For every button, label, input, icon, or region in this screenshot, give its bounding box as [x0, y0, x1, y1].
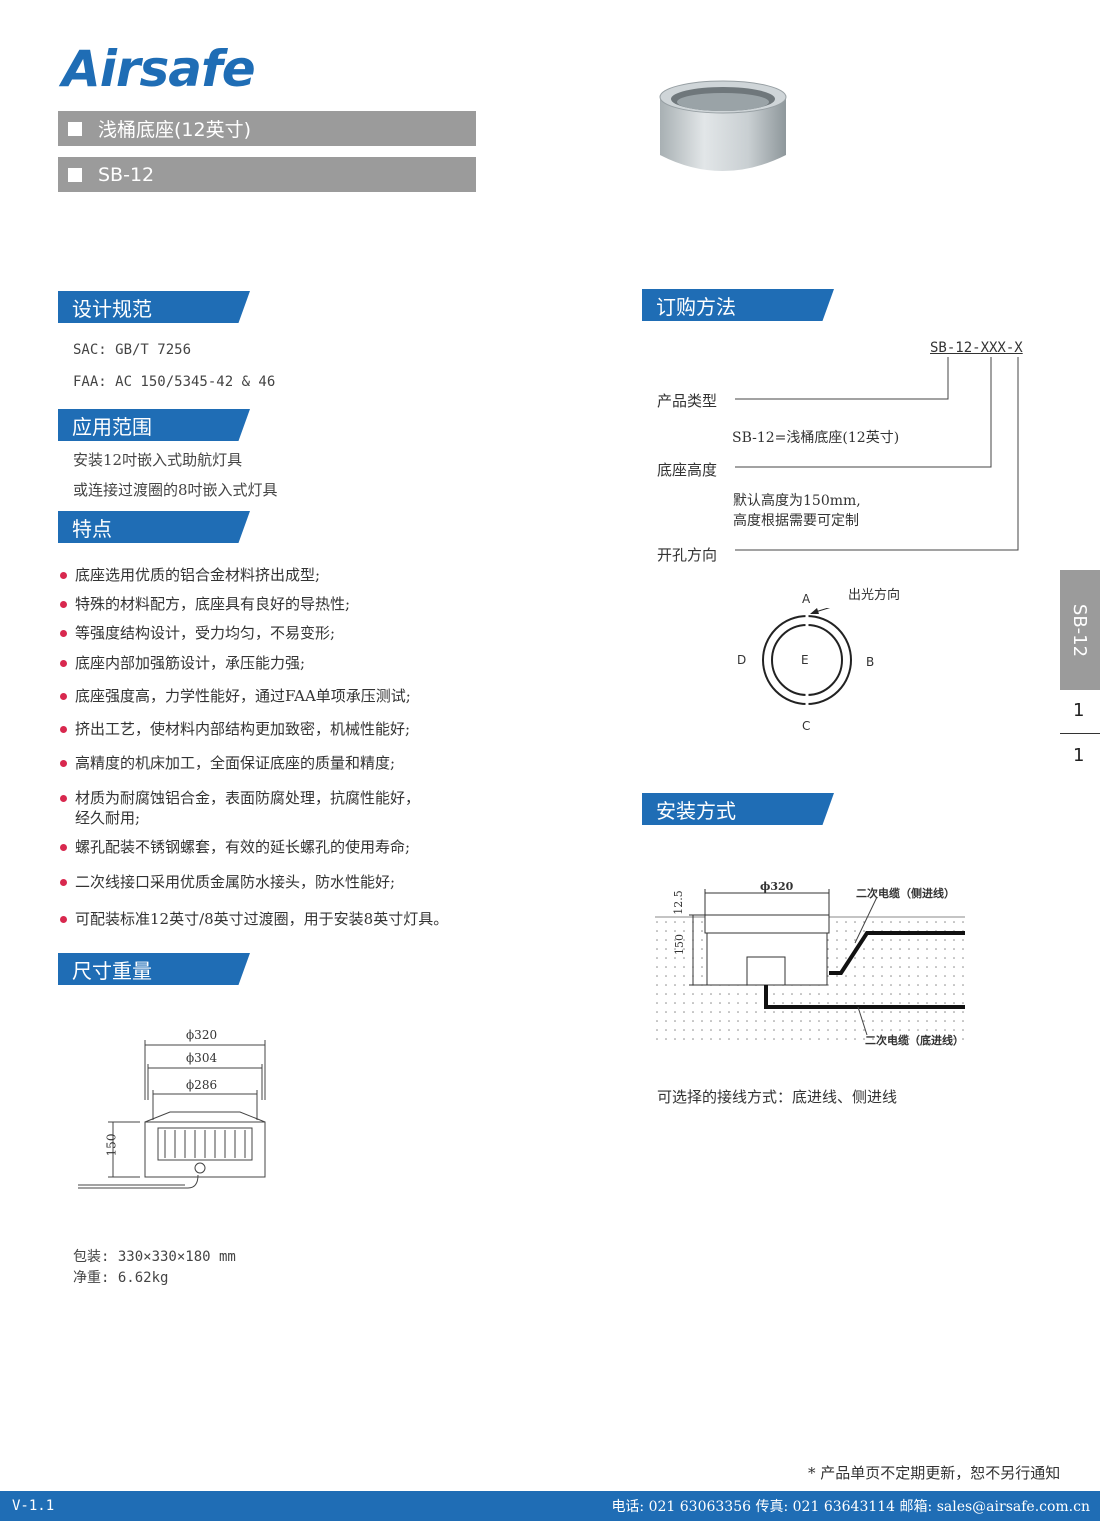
product-model-bar: SB-12 [58, 157, 476, 192]
bullet-icon [60, 915, 67, 923]
contact-info: 电话: 021 63063356 传真: 021 63643114 邮箱: sa… [611, 1499, 1090, 1515]
order-height-label: 底座高度 [657, 461, 718, 479]
feature-item: 可配装标准12英寸/8英寸过渡圈，用于安装8英寸灯具。 [60, 909, 448, 929]
application-item: 或连接过渡圈的8吋嵌入式灯具 [73, 481, 278, 499]
feature-item: 螺孔配装不锈钢螺套，有效的延长螺孔的使用寿命; [60, 837, 410, 857]
brand-logo: Airsafe [62, 40, 256, 98]
install-height-top: 12.5 [671, 890, 685, 915]
installation-drawing [655, 889, 965, 1042]
order-product-type-label: 产品类型 [657, 392, 718, 410]
install-bottom-cable: 二次电缆（底进线） [865, 1034, 964, 1047]
dim-d320: ϕ320 [186, 1028, 218, 1042]
bullet-icon [60, 725, 67, 733]
order-height-desc: 默认高度为150mm, [733, 493, 861, 509]
feature-item: 特殊的材料配方，底座具有良好的导热性; [60, 594, 350, 614]
feature-item: 高精度的机床加工，全面保证底座的质量和精度; [60, 753, 395, 773]
dim-d286: ϕ286 [186, 1078, 218, 1092]
feature-item: 底座选用优质的铝合金材料挤出成型; [60, 565, 320, 585]
direction-diagram [762, 608, 852, 706]
light-direction-label: 出光方向 [848, 588, 901, 603]
dim-height: 150 [104, 1133, 119, 1157]
square-bullet-icon [68, 121, 82, 136]
page-divider [1060, 733, 1100, 734]
bullet-icon [60, 759, 67, 767]
install-diameter: ϕ320 [760, 880, 794, 893]
direction-c: C [802, 719, 811, 733]
section-ordering: 订购方法 [642, 289, 834, 321]
product-photo [659, 80, 787, 171]
order-height-desc: 高度根据需要可定制 [733, 513, 859, 529]
order-product-type-desc: SB-12=浅桶底座(12英寸) [732, 430, 900, 446]
dim-d304: ϕ304 [186, 1051, 218, 1065]
bullet-icon [60, 600, 67, 608]
spec-sac: SAC: GB/T 7256 [73, 342, 192, 358]
feature-item: 等强度结构设计，受力均匀，不易变形; [60, 623, 335, 643]
bullet-icon [60, 692, 67, 700]
spec-faa: FAA: AC 150/5345-42 & 46 [73, 374, 276, 390]
bullet-icon [60, 659, 67, 667]
ordering-leader-lines [735, 357, 1019, 551]
install-height: 150 [673, 934, 686, 955]
feature-item: 底座强度高，力学性能好，通过FAA单项承压测试; [60, 686, 411, 706]
footer-bar: V-1.1 电话: 021 63063356 传真: 021 63643114 … [0, 1491, 1100, 1521]
direction-b: B [866, 655, 875, 669]
direction-a: A [802, 592, 811, 606]
product-title-bar: 浅桶底座(12英寸) [58, 111, 476, 146]
feature-item: 底座内部加强筋设计，承压能力强; [60, 653, 305, 673]
order-direction-label: 开孔方向 [657, 546, 718, 564]
page-current: 1 [1073, 700, 1085, 721]
package-size: 包装: 330×330×180 mm [73, 1249, 236, 1265]
net-weight: 净重: 6.62kg [73, 1270, 169, 1286]
side-tab: SB-12 [1060, 570, 1100, 690]
square-bullet-icon [68, 167, 82, 182]
direction-e: E [801, 653, 809, 667]
bullet-icon [60, 629, 67, 637]
bullet-icon [60, 878, 67, 886]
section-design-spec: 设计规范 [58, 291, 250, 323]
feature-item: 挤出工艺，使材料内部结构更加致密，机械性能好; [60, 719, 410, 739]
feature-item: 材质为耐腐蚀铝合金，表面防腐处理，抗腐性能好， 经久耐用; [60, 788, 420, 828]
version: V-1.1 [12, 1498, 55, 1514]
install-side-cable: 二次电缆（侧进线） [856, 887, 955, 900]
dimension-drawing [78, 1040, 266, 1189]
order-code: SB-12-XXX-X [930, 340, 1023, 356]
page-total: 1 [1073, 745, 1085, 766]
section-dimensions: 尺寸重量 [58, 953, 250, 985]
direction-d: D [737, 653, 747, 667]
product-title: 浅桶底座(12英寸) [98, 119, 252, 141]
update-notice: * 产品单页不定期更新，恕不另行通知 [808, 1464, 1061, 1482]
section-features: 特点 [58, 511, 250, 543]
bullet-icon [60, 843, 67, 851]
install-note: 可选择的接线方式：底进线、侧进线 [657, 1088, 898, 1106]
bullet-icon [60, 794, 67, 802]
section-application: 应用范围 [58, 409, 250, 441]
feature-item: 二次线接口采用优质金属防水接头，防水性能好; [60, 872, 395, 892]
application-item: 安装12吋嵌入式助航灯具 [73, 451, 243, 469]
product-model: SB-12 [98, 163, 155, 186]
section-installation: 安装方式 [642, 793, 834, 825]
bullet-icon [60, 571, 67, 579]
